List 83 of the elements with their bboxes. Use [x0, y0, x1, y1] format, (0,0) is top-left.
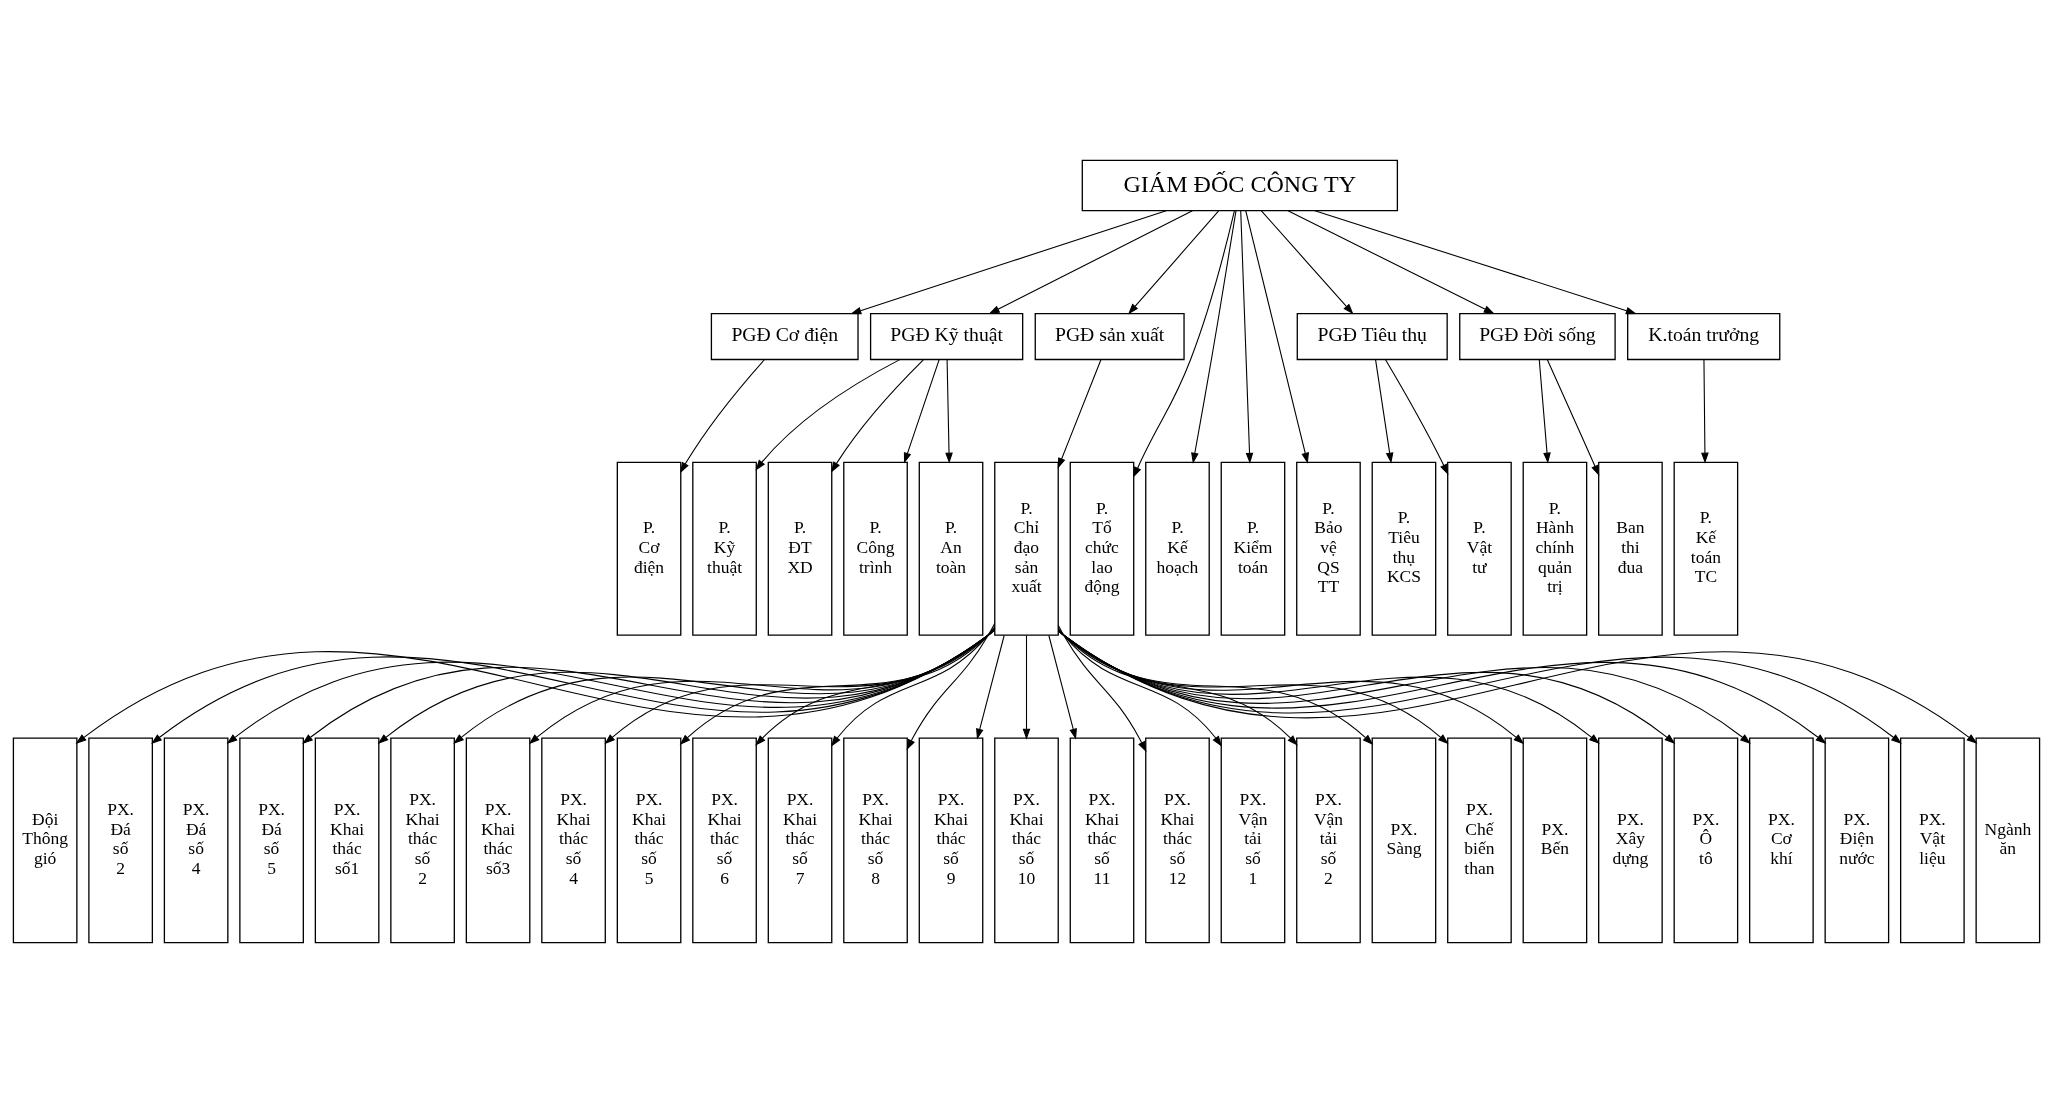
node-box: Ban thi đua — [1598, 461, 1663, 636]
arrow — [1057, 628, 1298, 746]
node-box: Đội Thông gió — [12, 736, 78, 943]
node-box: P. Kỹ thuật — [692, 461, 757, 636]
node-box: P. ĐT XD — [767, 461, 833, 636]
node-box: P. Kế hoạch — [1145, 461, 1210, 636]
arrow — [1385, 358, 1449, 475]
arrow — [1057, 627, 1222, 747]
arrow — [988, 209, 1193, 314]
arrow — [755, 626, 996, 746]
arrow — [1701, 358, 1709, 464]
arrow — [850, 209, 1167, 314]
arrow — [1022, 634, 1031, 740]
arrow — [1538, 358, 1551, 464]
node-box: PX. Điện nước — [1824, 736, 1890, 943]
node-box: P. Kiểm toán — [1220, 461, 1286, 636]
arrow — [604, 628, 996, 744]
node-box: PX. Vật liệu — [1900, 736, 1965, 943]
node-box: PGĐ Đời sống — [1459, 312, 1616, 360]
node-box: PX. Khai thác số 10 — [994, 736, 1059, 943]
node-box: PX. Vận tải số 2 — [1296, 736, 1361, 943]
node-box: PGĐ Kỹ thuật — [869, 312, 1024, 360]
node-box: PX. Sàng — [1371, 736, 1437, 943]
node-box: PX. Xây dựng — [1598, 736, 1663, 943]
arrow — [831, 358, 924, 473]
node-box: P. Kế toán TC — [1673, 461, 1739, 636]
node-box: P. Hành chính quản trị — [1522, 461, 1588, 636]
arrow — [1048, 634, 1077, 740]
node-box: P. An toàn — [918, 461, 984, 636]
node-box: PX. Bến — [1522, 736, 1588, 943]
node-box: P. Cơ điện — [616, 461, 682, 636]
arrow — [755, 358, 901, 471]
node-box: PX. Khai thác số 9 — [918, 736, 984, 943]
arrow — [1546, 358, 1600, 476]
node-box: PX. Khai thác số 2 — [390, 736, 455, 943]
node-box: P. Tiêu thụ KCS — [1371, 461, 1437, 636]
node-box: PX. Khai thác số 5 — [616, 736, 682, 943]
node-box: PX. Khai thác số1 — [314, 736, 380, 943]
node-box: PGĐ Cơ điện — [710, 312, 859, 360]
node-box: P. Tổ chức lao động — [1069, 461, 1135, 636]
arrow — [945, 358, 953, 464]
arrow — [1245, 209, 1309, 464]
node-box: K.toán trưởng — [1627, 312, 1781, 360]
arrow — [976, 634, 1005, 740]
node-box: PX. Chế biến than — [1447, 736, 1512, 943]
arrow — [1057, 624, 1147, 752]
arrow — [903, 358, 940, 463]
arrow — [906, 622, 996, 750]
node-box: PGĐ Tiêu thụ — [1296, 312, 1448, 360]
node-box: PX. Đá số 4 — [163, 736, 229, 943]
node-box: PX. Vận tải số 1 — [1220, 736, 1286, 943]
node-box: PGĐ sản xuất — [1034, 312, 1185, 360]
arrow — [1240, 209, 1254, 464]
node-box: P. Bảo vệ QS TT — [1296, 461, 1361, 636]
node-box: PX. Khai thác số3 — [465, 736, 531, 943]
node-box: PX. Khai thác số 12 — [1145, 736, 1210, 943]
node-box: GIÁM ĐỐC CÔNG TY — [1081, 159, 1399, 211]
node-box: P. Chỉ đạo sản xuất — [994, 461, 1059, 636]
node-box: Ngành ăn — [1975, 736, 2041, 943]
arrow — [1057, 629, 1449, 744]
arrow — [1057, 358, 1102, 469]
arrow — [680, 358, 765, 473]
arrow — [1057, 628, 1374, 745]
arrow — [1191, 209, 1237, 464]
arrow — [1133, 209, 1235, 478]
node-box: PX. Khai thác số 7 — [767, 736, 833, 943]
node-box: PX. Khai thác số 6 — [692, 736, 757, 943]
arrow — [1260, 209, 1354, 314]
arrow — [679, 627, 996, 745]
arrow — [1375, 358, 1394, 464]
arrow — [1314, 209, 1637, 314]
arrow — [1128, 209, 1220, 314]
node-box: PX. Khai thác số 4 — [541, 736, 606, 943]
node-box: PX. Đá số 5 — [239, 736, 304, 943]
node-box: PX. Ô tô — [1673, 736, 1739, 943]
arrow — [1287, 209, 1495, 314]
arrow — [831, 625, 996, 747]
node-box: P. Công trình — [843, 461, 908, 636]
node-box: PX. Đá số 2 — [88, 736, 153, 943]
node-box: PX. Cơ khí — [1749, 736, 1814, 943]
node-box: P. Vật tư — [1447, 461, 1512, 636]
node-box: PX. Khai thác số 8 — [843, 736, 908, 943]
node-box: PX. Khai thác số 11 — [1069, 736, 1135, 943]
